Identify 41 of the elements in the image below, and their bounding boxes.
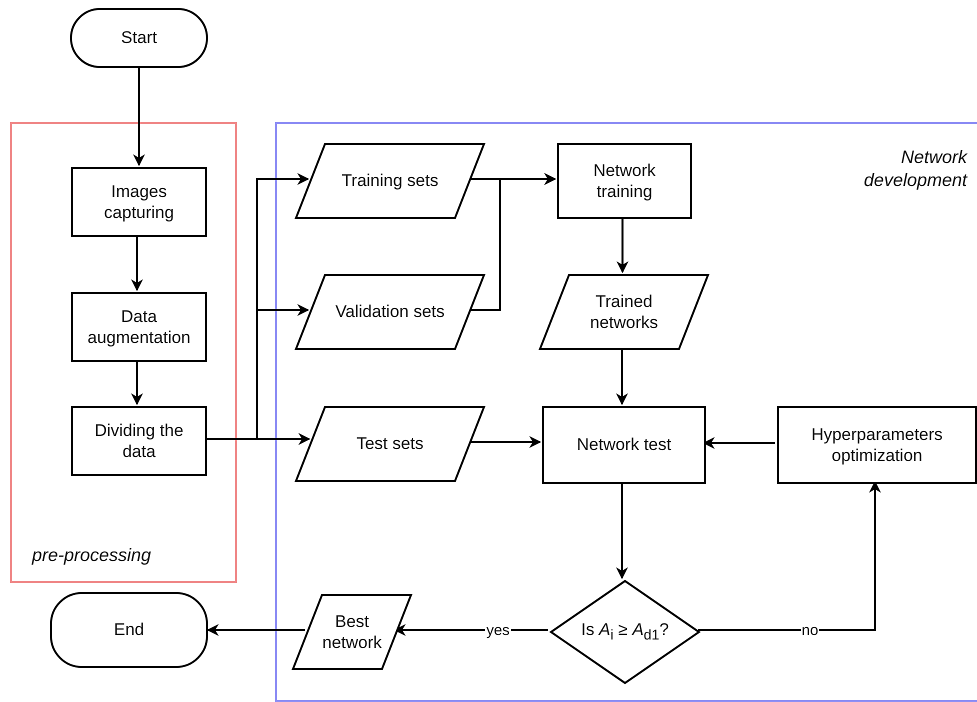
arrow <box>205 433 310 445</box>
terminal-box <box>50 592 208 668</box>
arrow <box>206 624 305 636</box>
data-parallelogram <box>539 274 709 350</box>
group-title: pre-processing <box>32 544 152 566</box>
node-label: Start <box>120 27 158 49</box>
process-box <box>71 406 207 476</box>
group-panel <box>10 122 237 583</box>
process-box <box>542 406 706 484</box>
group-panel <box>275 122 977 702</box>
process-box <box>71 292 207 362</box>
node-label: Best network <box>321 610 383 654</box>
node-label: Dividing the data <box>94 420 184 462</box>
arrow <box>616 348 628 406</box>
arrow <box>468 436 542 448</box>
node-label: Training sets <box>340 170 440 192</box>
node-label: Trained networks <box>588 290 660 334</box>
node-label: Test sets <box>355 433 425 455</box>
arrow <box>133 68 145 166</box>
group-title: Network development <box>862 146 967 191</box>
arrow <box>616 217 628 274</box>
node-label: Network training <box>592 160 657 202</box>
arrow <box>131 235 143 292</box>
node-label: Data augmentation <box>86 306 192 348</box>
process-box <box>557 143 692 219</box>
node-label: Hyperparameters optimization <box>810 424 944 466</box>
arrow <box>616 482 628 580</box>
data-parallelogram <box>295 406 485 482</box>
node-label: Network test <box>576 434 672 456</box>
data-parallelogram <box>292 594 412 670</box>
node-label: Images capturing <box>103 180 175 224</box>
data-parallelogram <box>295 274 485 350</box>
data-parallelogram <box>295 143 485 219</box>
process-box <box>71 167 207 237</box>
node-label: Validation sets <box>334 301 446 323</box>
arrow <box>468 173 556 311</box>
node-label: End <box>112 619 146 641</box>
arrow <box>131 360 143 406</box>
process-box <box>777 406 977 484</box>
decision-diamond <box>550 580 700 684</box>
condition-text: Is A$_{i}$ ≥ A$_{d1}$? <box>580 618 670 646</box>
